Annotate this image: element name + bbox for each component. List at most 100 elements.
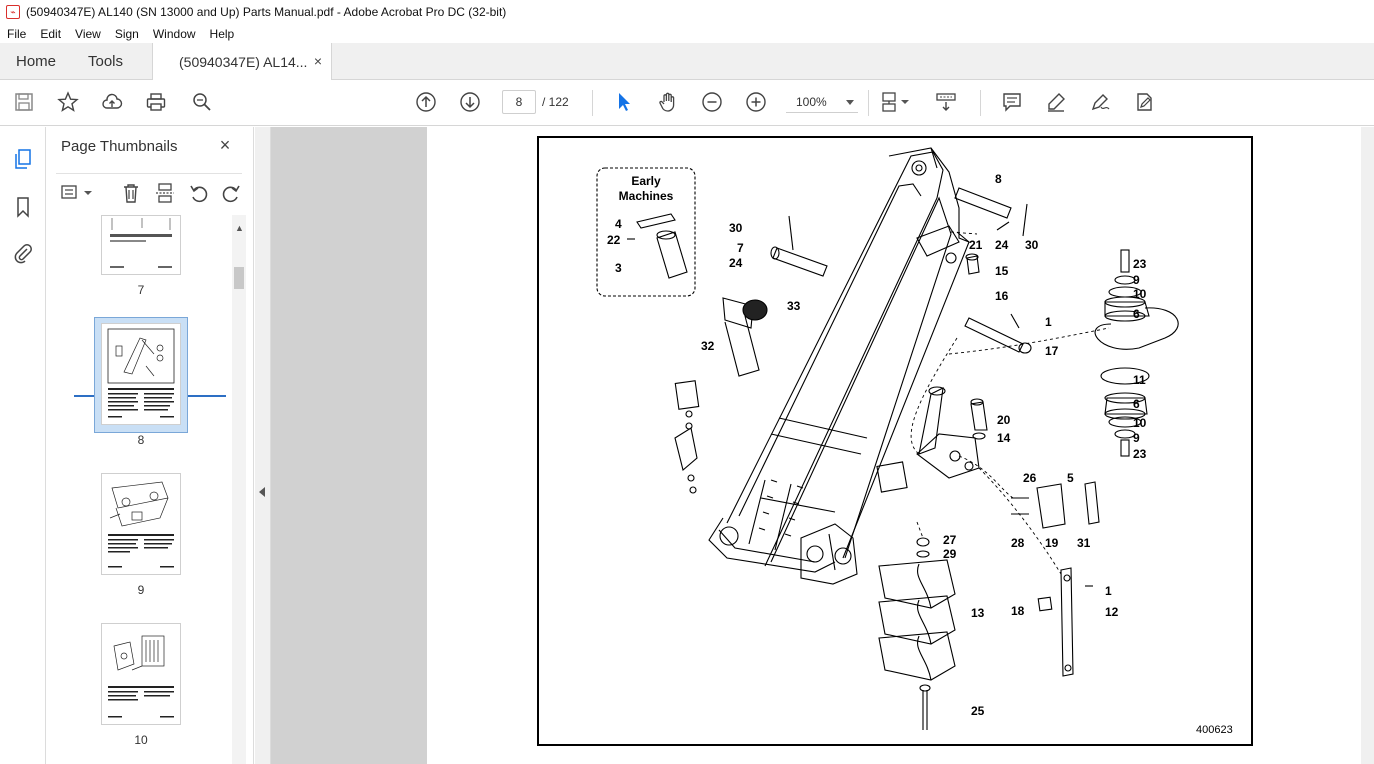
zoom-in-icon[interactable] (744, 90, 768, 114)
callout-32: 32 (701, 339, 715, 353)
thumbnail-label-7: 7 (137, 283, 145, 297)
callout-7: 7 (737, 241, 744, 255)
hand-tool-icon[interactable] (656, 90, 680, 114)
callout-4: 4 (615, 217, 622, 231)
bookmarks-icon[interactable] (11, 195, 35, 219)
tab-document[interactable]: (50940347E) AL14... × (152, 43, 332, 81)
collapse-arrow-icon[interactable] (259, 487, 265, 497)
zoom-level-select[interactable]: 100% (786, 91, 858, 113)
bookmark-star-icon[interactable] (56, 90, 80, 114)
callout-13: 13 (971, 606, 985, 620)
callout-30-b: 30 (1025, 238, 1039, 252)
print-icon[interactable] (144, 90, 168, 114)
panel-collapse-strip[interactable] (255, 127, 271, 764)
callout-23-b: 23 (1133, 447, 1147, 461)
tab-document-label: (50940347E) AL14... (179, 54, 308, 70)
document-scrollbar[interactable] (1361, 127, 1374, 764)
rotate-left-icon[interactable] (188, 182, 210, 204)
early-machines-label: Early (631, 174, 661, 188)
callout-10-b: 10 (1133, 416, 1147, 430)
insert-pages-icon[interactable] (154, 182, 176, 204)
highlight-pen-icon[interactable] (1044, 90, 1068, 114)
page-thumbnail-9[interactable] (101, 473, 181, 575)
callout-9: 9 (1133, 273, 1140, 287)
callout-6: 6 (1133, 307, 1140, 321)
thumbnail-scrollbar[interactable]: ▲ (232, 215, 246, 764)
page-thumbnail-7[interactable] (101, 215, 181, 275)
page-fit-dropdown-icon[interactable] (898, 90, 912, 114)
tab-home[interactable]: Home (16, 53, 57, 70)
callout-25: 25 (971, 704, 985, 718)
thumbnail-list: 7 8 9 10 (56, 215, 232, 764)
tab-bar: Home Tools (50940347E) AL14... × (0, 43, 1374, 81)
callout-20: 20 (997, 413, 1011, 427)
chevron-down-icon (846, 100, 854, 105)
toolbar-divider (868, 90, 869, 116)
callout-1-b: 1 (1105, 584, 1112, 598)
page-thumbnails-panel: Page Thumbnails × 7 8 (46, 127, 254, 764)
save-icon[interactable] (12, 90, 36, 114)
callout-15: 15 (995, 264, 1009, 278)
thumbnail-options-icon[interactable] (60, 182, 82, 204)
scrollbar-thumb[interactable] (234, 267, 244, 289)
callout-14: 14 (997, 431, 1011, 445)
page-thumbnails-icon[interactable] (11, 147, 35, 171)
title-bar: ⌁ (50940347E) AL140 (SN 13000 and Up) Pa… (0, 0, 1374, 24)
edit-pdf-icon[interactable] (1132, 90, 1156, 114)
select-cursor-icon[interactable] (612, 90, 636, 114)
page-thumbnail-8[interactable] (101, 323, 181, 425)
menu-file[interactable]: File (7, 26, 27, 41)
callout-33: 33 (787, 299, 801, 313)
page-number-input[interactable]: 8 (502, 90, 536, 114)
callout-24: 24 (729, 256, 743, 270)
callout-16: 16 (995, 289, 1009, 303)
callout-10: 10 (1133, 287, 1147, 301)
main-toolbar (0, 80, 1374, 126)
page-total: / 122 (542, 95, 569, 109)
callout-24-b: 24 (995, 238, 1009, 252)
parts-diagram-frame: Early Machines 4 22 3 30 7 24 8 21 24 30… (537, 136, 1253, 746)
document-viewer[interactable]: Early Machines 4 22 3 30 7 24 8 21 24 30… (271, 127, 1374, 764)
window-title: (50940347E) AL140 (SN 13000 and Up) Part… (26, 5, 507, 19)
callout-19: 19 (1045, 536, 1059, 550)
comment-icon[interactable] (1000, 90, 1024, 114)
previous-page-icon[interactable] (414, 90, 438, 114)
menu-sign[interactable]: Sign (114, 26, 139, 41)
callout-9-b: 9 (1133, 431, 1140, 445)
menu-window[interactable]: Window (152, 26, 196, 41)
menu-view[interactable]: View (75, 26, 101, 41)
tab-tools[interactable]: Tools (88, 53, 124, 70)
menu-help[interactable]: Help (209, 26, 235, 41)
early-machines-label-line2: Machines (619, 189, 674, 203)
callout-3: 3 (615, 261, 622, 275)
callout-31: 31 (1077, 536, 1091, 550)
callout-27: 27 (943, 533, 957, 547)
attachments-icon[interactable] (11, 241, 35, 265)
next-page-icon[interactable] (458, 90, 482, 114)
rotate-right-icon[interactable] (220, 182, 242, 204)
acrobat-pdf-icon: ⌁ (6, 5, 20, 19)
menu-edit[interactable]: Edit (40, 26, 62, 41)
pdf-page: Early Machines 4 22 3 30 7 24 8 21 24 30… (427, 127, 1361, 764)
scroll-up-icon[interactable]: ▲ (235, 223, 244, 233)
callout-21: 21 (969, 238, 983, 252)
thumbnail-label-10: 10 (134, 733, 148, 747)
panel-toolbar (56, 173, 242, 207)
zoom-out-icon[interactable] (700, 90, 724, 114)
toolbar-divider (980, 90, 981, 116)
find-zoom-icon[interactable] (190, 90, 214, 114)
callout-30: 30 (729, 221, 743, 235)
tab-close-icon[interactable]: × (313, 53, 322, 69)
page-thumbnail-10[interactable] (101, 623, 181, 725)
upload-cloud-icon[interactable] (100, 90, 124, 114)
sign-pen-icon[interactable] (1088, 90, 1112, 114)
callout-12: 12 (1105, 605, 1119, 619)
thumbnail-label-9: 9 (137, 583, 145, 597)
panel-close-icon[interactable]: × (219, 135, 231, 155)
options-dropdown-icon[interactable] (82, 182, 94, 204)
page-fit-icon[interactable] (878, 90, 902, 114)
callout-6-b: 6 (1133, 397, 1140, 411)
scrolling-mode-icon[interactable] (934, 90, 958, 114)
delete-trash-icon[interactable] (120, 182, 142, 204)
callout-29: 29 (943, 547, 957, 561)
